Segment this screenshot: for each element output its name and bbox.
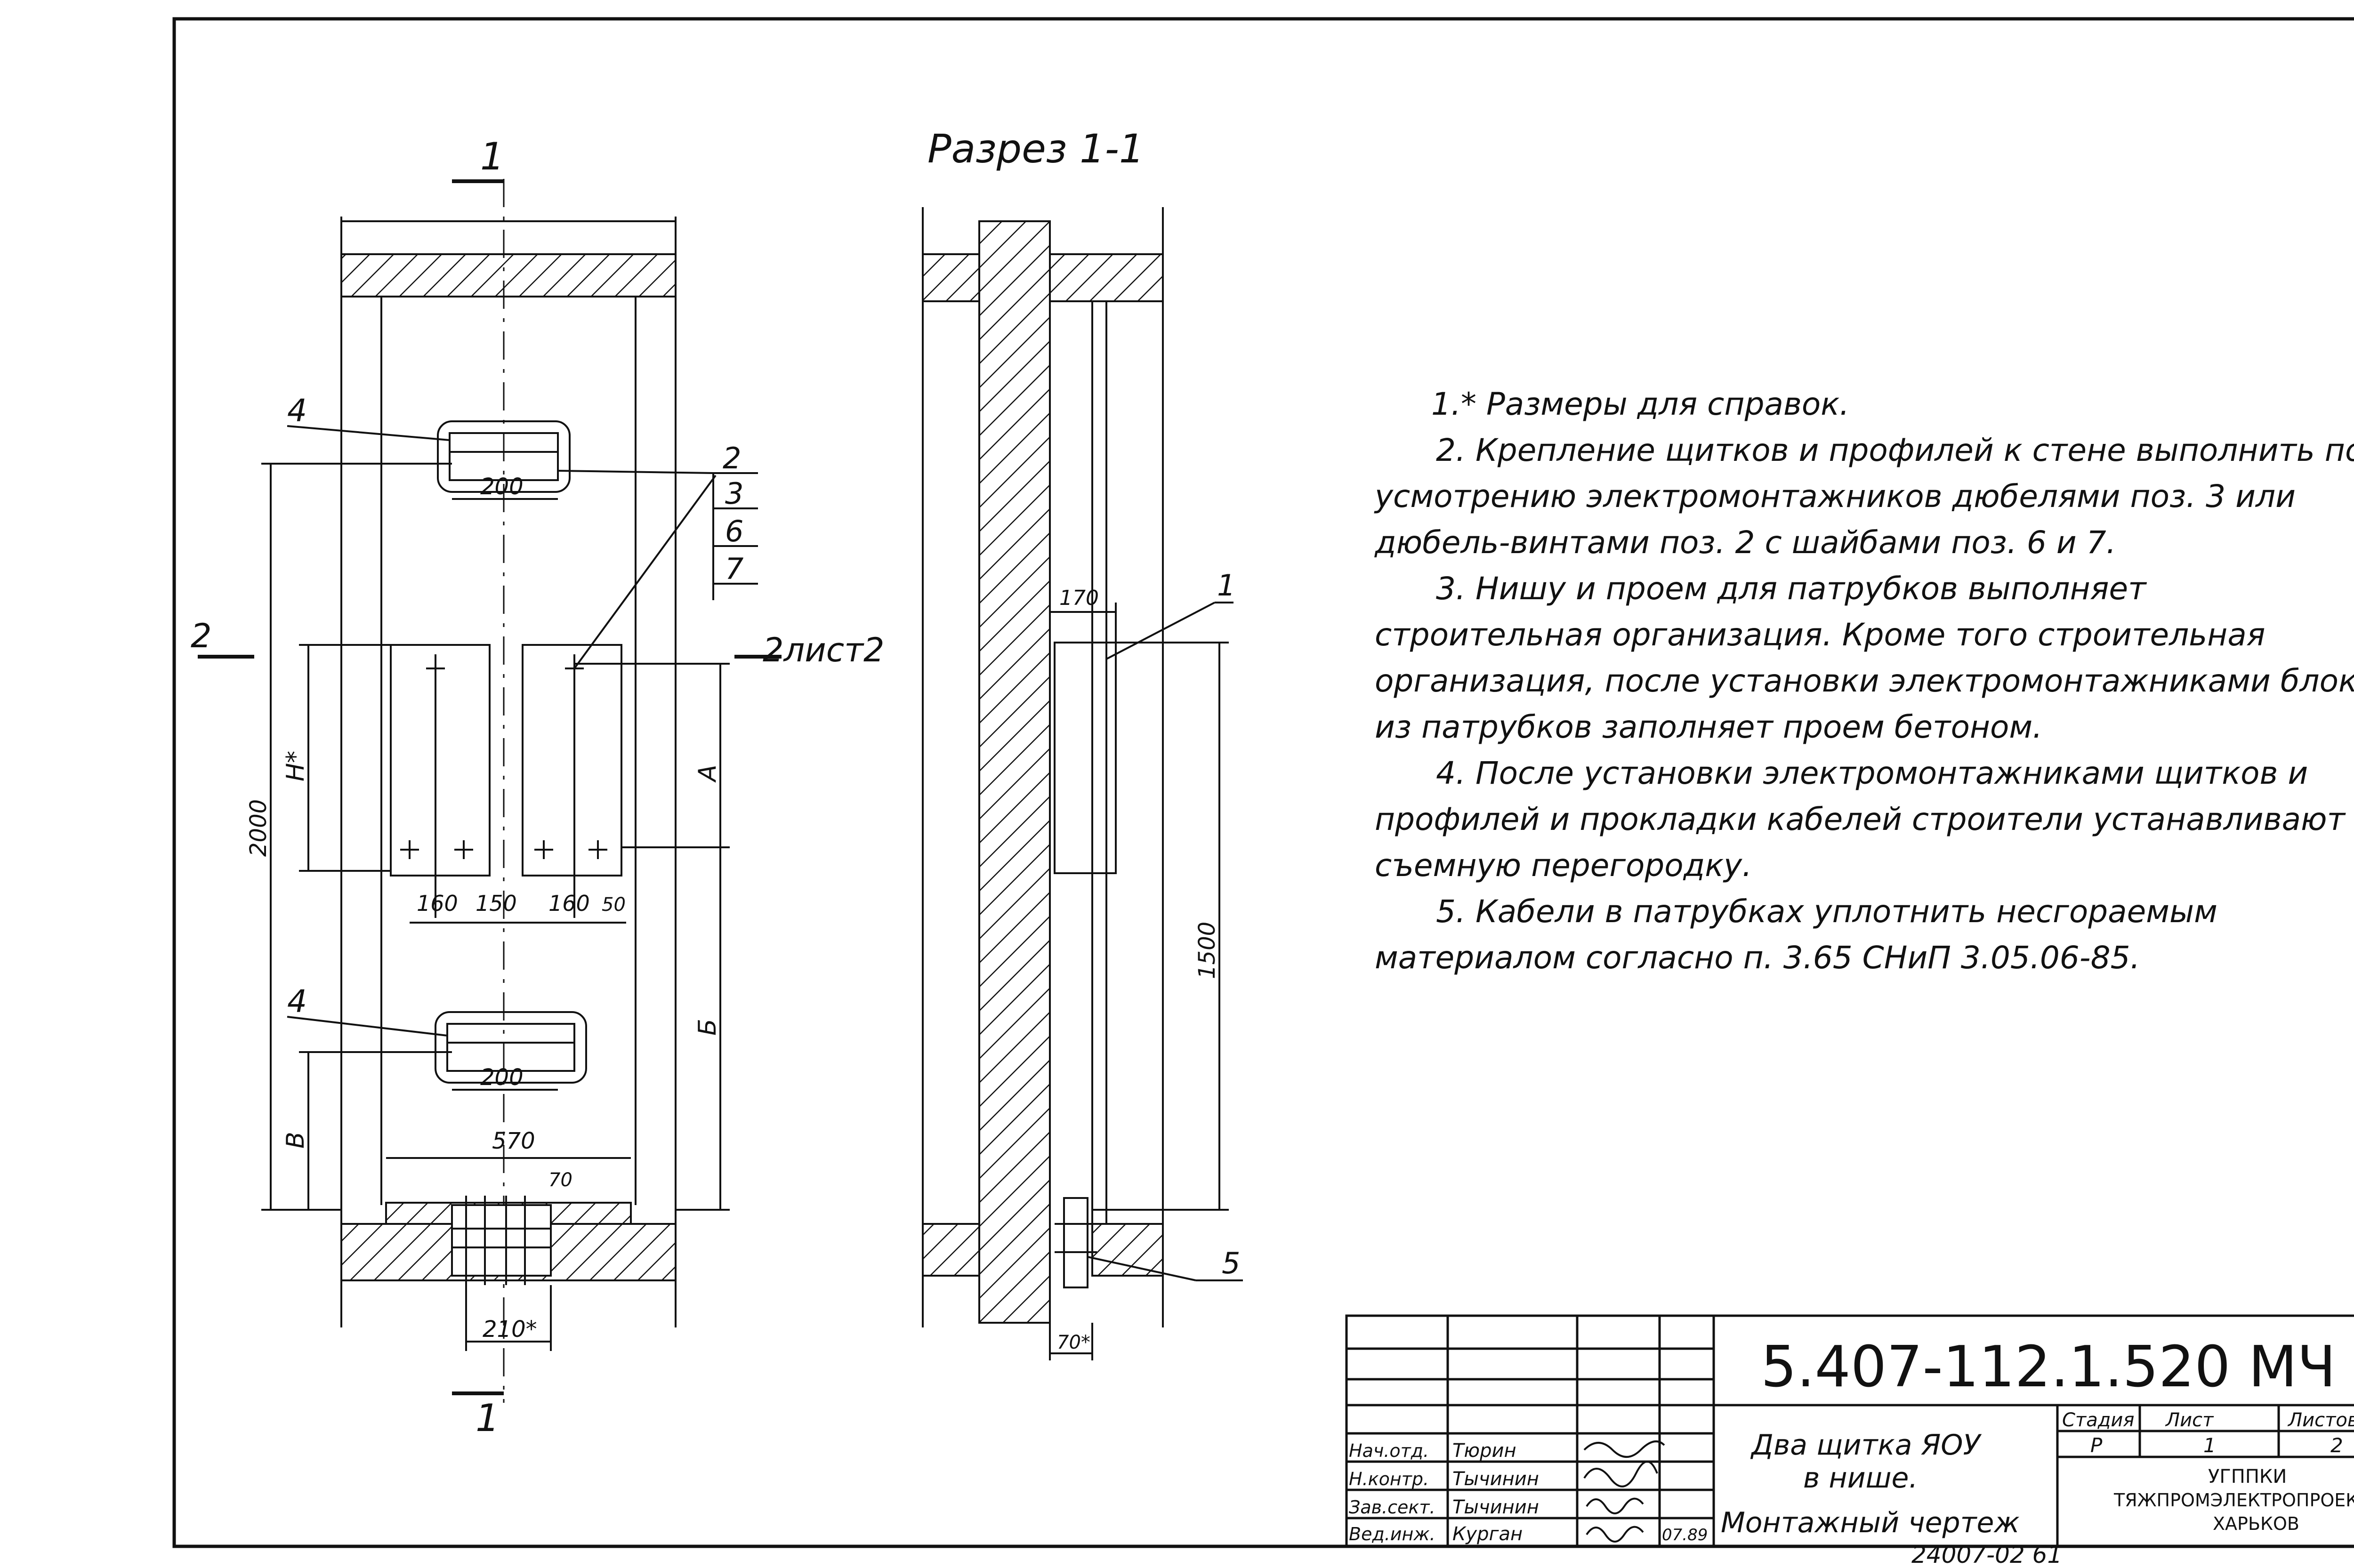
section-title: Разрез 1-1 [927, 126, 1144, 172]
dim-h: H* [282, 751, 310, 781]
dim-50: 50 [602, 894, 626, 916]
drawing-title-l3: Монтажный чертеж [1721, 1506, 2020, 1539]
name-3: Тычинин [1452, 1496, 1539, 1518]
dim-1500: 1500 [1194, 922, 1220, 979]
pos-5-section: 5 [1222, 1246, 1240, 1280]
pos-7: 7 [725, 552, 743, 586]
org-line-2: ТЯЖПРОМЭЛЕКТРОПРОЕКТ [2113, 1490, 2354, 1511]
top-profile-outline [437, 420, 571, 493]
front-view [198, 179, 782, 1403]
sheet-frame [172, 17, 2354, 1548]
role-4: Вед.инж. [1349, 1524, 1435, 1544]
pos-4-bottom: 4 [287, 983, 307, 1020]
pipe-block [451, 1204, 552, 1277]
dim-160-b: 160 [548, 891, 590, 916]
name-2: Тычинин [1452, 1468, 1539, 1490]
panel-right [522, 644, 622, 876]
dim-160-a: 160 [417, 891, 458, 916]
top-slab [340, 253, 677, 298]
dim-200-top: 200 [480, 474, 524, 500]
name-1: Тюрин [1452, 1440, 1516, 1462]
dim-b-lat: В [282, 1132, 310, 1149]
panel-left [390, 644, 491, 876]
signatures [1583, 1440, 1665, 1543]
stage-header: Стадия [2062, 1409, 2134, 1431]
section-pipe [1063, 1197, 1088, 1288]
dim-210: 210* [483, 1316, 537, 1343]
drawing-title-l2: в нише. [1803, 1462, 1918, 1495]
role-2: Н.контр. [1349, 1469, 1429, 1489]
drawing-title-l1: Два щитка ЯОУ [1750, 1429, 1982, 1462]
bottom-profile-outline [435, 1011, 587, 1084]
pos-6: 6 [725, 514, 743, 548]
dim-b-cyr: Б [693, 1019, 722, 1036]
pos-4-top: 4 [287, 393, 307, 429]
dim-70-section: 70* [1057, 1332, 1090, 1353]
dim-70: 70 [548, 1169, 572, 1191]
note-4: 4. После установки электромонтажниками щ… [1375, 755, 2346, 884]
role-3: Зав.сект. [1349, 1497, 1435, 1518]
dim-2000: 2000 [245, 799, 272, 857]
view2-mark-right: 2лист2 [763, 631, 885, 669]
section-panel [1054, 642, 1117, 874]
note-3: 3. Нишу и проем для патрубков выполняет … [1375, 571, 2354, 745]
role-1: Нач.отд. [1349, 1440, 1429, 1461]
note-2: 2. Крепление щитков и профилей к стене в… [1375, 432, 2354, 561]
cut-mark-bottom: 1 [476, 1396, 500, 1440]
pos-3: 3 [725, 476, 743, 511]
dim-570: 570 [492, 1128, 535, 1154]
name-4: Курган [1452, 1523, 1523, 1545]
dim-200-bottom: 200 [480, 1064, 524, 1091]
org-line-1: УГППКИ [2208, 1466, 2287, 1488]
view2-mark-left: 2 [191, 617, 212, 655]
title-block [1345, 1314, 2354, 1548]
pos-2: 2 [723, 441, 741, 475]
section-view [922, 207, 1243, 1360]
dim-a: А [693, 764, 722, 783]
note-1: 1.* Размеры для справок. [1431, 386, 1850, 422]
sheets-value: 2 [2330, 1434, 2343, 1457]
dim-170: 170 [1059, 586, 1099, 610]
notes-block: 1.* Размеры для справок. 2. Крепление щи… [1375, 381, 2354, 981]
sheet-value: 1 [2203, 1434, 2216, 1457]
note-5: 5. Кабели в патрубках уплотнить несгорае… [1375, 893, 2217, 976]
stage-value: Р [2090, 1434, 2103, 1457]
archive-number: 24007-02 61 [1911, 1541, 2062, 1566]
drawing-code: 5.407-112.1.520 МЧ [1761, 1335, 2336, 1400]
pos-1-section: 1 [1217, 568, 1235, 603]
sheets-header: Листов [2287, 1409, 2354, 1431]
date: 07.89 [1662, 1526, 1708, 1544]
sheet-header: Лист [2165, 1409, 2214, 1431]
org-line-3: ХАРЬКОВ [2213, 1513, 2299, 1534]
dim-150: 150 [476, 891, 517, 916]
cut-mark-top: 1 [480, 135, 504, 178]
section-wall [978, 220, 1051, 1324]
